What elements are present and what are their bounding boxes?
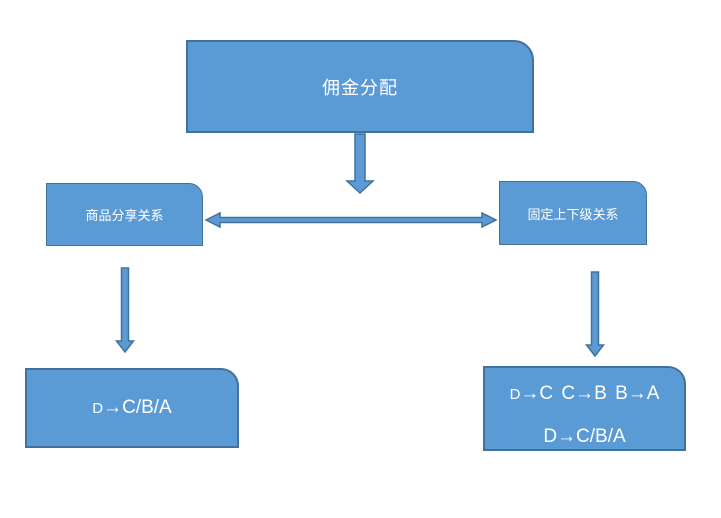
down-arrow-fixed-to-result [584,271,606,358]
down-arrow-share-to-result [114,267,136,354]
down-arrow-root-to-branches [345,133,375,195]
share-result-line: D→C/B/A [92,396,171,421]
share-result-lead: D [92,399,104,417]
node-share-result: D→C/B/A [25,368,239,448]
node-fixed-hierarchy-relation-label: 固定上下级关系 [527,207,619,223]
node-commission-distribution: 佣金分配 [186,40,534,133]
fixed-result-line-1: D→C C→B B→A [510,382,660,407]
node-fixed-hierarchy-relation: 固定上下级关系 [499,181,647,245]
share-result-rest: →C/B/A [103,396,172,418]
fixed-result-line2-text: D→C/B/A [543,426,626,447]
node-fixed-result: D→C C→B B→A D→C/B/A [483,366,686,451]
fixed-result-line1-lead: D [509,386,521,403]
node-product-share-relation: 商品分享关系 [46,183,203,246]
fixed-result-line1-rest: →C C→B B→A [520,383,660,404]
node-commission-distribution-label: 佣金分配 [322,77,398,99]
fixed-result-line-2: D→C/B/A [543,425,625,449]
double-arrow-share-fixed [204,211,498,229]
node-product-share-relation-label: 商品分享关系 [85,209,164,224]
